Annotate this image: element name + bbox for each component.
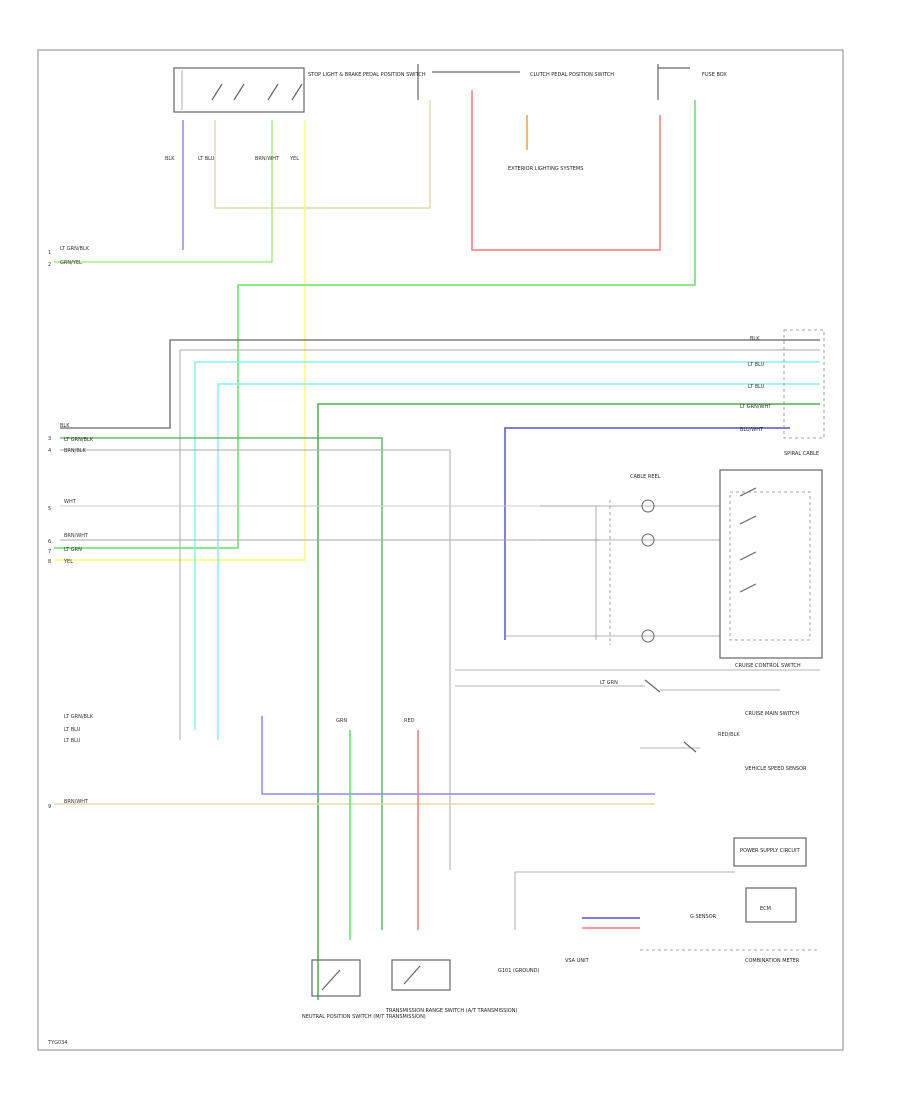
- wire-green-down: [60, 437, 383, 930]
- pin-2: 2: [48, 262, 51, 268]
- pin-9: 9: [48, 804, 51, 810]
- conn-label-1: BLK: [750, 336, 760, 342]
- left-label-yel: YEL: [63, 559, 73, 565]
- wire-lt-green-top: [54, 120, 273, 263]
- wire-label-5: BRN/WHT: [255, 156, 280, 162]
- conn-label-2: LT BLU: [748, 362, 765, 368]
- pin-7: 7: [48, 549, 51, 555]
- cruise-control-switch-label: CRUISE CONTROL SWITCH: [735, 663, 801, 669]
- pin-3: 3: [48, 436, 51, 442]
- conn-label-3: LT BLU: [748, 384, 765, 390]
- vss-label: VEHICLE SPEED SENSOR: [745, 766, 807, 772]
- wire-cyan-bus-2: [217, 383, 820, 740]
- pin-8: 8: [48, 559, 51, 565]
- wire-tan-top: [214, 100, 431, 209]
- g-sensor-label: G SENSOR: [690, 914, 717, 920]
- lower-label-2: RED/BLK: [718, 732, 740, 738]
- left-label-gray: BRN/BLK: [64, 448, 87, 454]
- lower-switches: LT GRN CRUISE MAIN SWITCH RED/BLK VEHICL…: [455, 669, 820, 772]
- conn-label-5: BLU/WHT: [740, 427, 764, 433]
- left-label-blk: BLK: [60, 423, 70, 429]
- wire-cyan-bus-1: [194, 361, 820, 730]
- pin-1: 1: [48, 250, 51, 256]
- ecm-block-label: ECM: [760, 906, 771, 912]
- red-low-label: RED: [404, 718, 415, 724]
- spiral-label: SPIRAL CABLE: [784, 451, 819, 457]
- vsa-label: VSA UNIT: [565, 958, 590, 964]
- pin-4: 4: [48, 448, 51, 454]
- neutral-switch: NEUTRAL POSITION SWITCH (M/T TRANSMISSIO…: [302, 959, 426, 1020]
- fuse-box: FUSE BOX: [657, 64, 727, 100]
- wire-label-1: LT GRN/BLK: [60, 246, 90, 252]
- power-supply: POWER SUPPLY CIRCUIT ECM COMBINATION MET…: [514, 837, 820, 964]
- wire-navy-bus: [504, 427, 790, 640]
- neutral-switch-label: NEUTRAL POSITION SWITCH (M/T TRANSMISSIO…: [302, 1014, 426, 1020]
- bl-label-3: LT BLU: [64, 738, 81, 744]
- wire-gray-down: [60, 449, 451, 870]
- wire-label-2: GRN/YEL: [60, 260, 82, 266]
- left-label-ltgrn: LT GRN: [64, 547, 82, 553]
- bl-label-1: LT GRN/BLK: [64, 714, 94, 720]
- left-label-grn: LT GRN/BLK: [64, 437, 94, 443]
- wire-label-6: YEL: [289, 156, 299, 162]
- left-label-brnwht: BRN/WHT: [64, 533, 89, 539]
- exterior-lighting-label: EXTERIOR LIGHTING SYSTEMS: [508, 166, 583, 172]
- wire-gray-bus: [179, 349, 820, 740]
- ground-label: G101 (GROUND): [498, 968, 539, 974]
- figure-id: TYG034: [47, 1040, 68, 1046]
- transmission-range-switch: TRANSMISSION RANGE SWITCH (A/T TRANSMISS…: [385, 959, 517, 1014]
- stop-light-switch-label: STOP LIGHT & BRAKE PEDAL POSITION SWITCH: [308, 72, 426, 78]
- wire-dkgreen-bus: [317, 403, 820, 1000]
- power-supply-label: POWER SUPPLY CIRCUIT: [740, 848, 801, 854]
- fuse-box-label: FUSE BOX: [702, 72, 727, 78]
- right-connector: [783, 329, 825, 439]
- wire-red-top: [471, 90, 661, 251]
- clutch-switch: CLUTCH PEDAL POSITION SWITCH: [417, 64, 614, 100]
- wire-yellow-long: [54, 120, 306, 561]
- wire-navy-low: [261, 716, 655, 795]
- wire-label-3: BLK: [165, 156, 175, 162]
- wire-black-bus: [60, 339, 820, 429]
- trs-label: TRANSMISSION RANGE SWITCH (A/T TRANSMISS…: [385, 1008, 517, 1014]
- cruise-control-switch: SPIRAL CABLE CRUISE CONTROL SWITCH: [719, 451, 823, 669]
- grn-low-label: GRN: [336, 718, 347, 724]
- cruise-main-label: CRUISE MAIN SWITCH: [745, 711, 799, 717]
- wire-label-4: LT BLU: [198, 156, 215, 162]
- pin-6: 6: [48, 539, 51, 545]
- lower-label-1: LT GRN: [600, 680, 618, 686]
- wire-green-long: [54, 100, 696, 549]
- diagram-frame: [37, 49, 844, 1051]
- exterior-lighting: EXTERIOR LIGHTING SYSTEMS: [508, 115, 583, 172]
- cable-reel-label: CABLE REEL: [630, 474, 661, 480]
- clutch-switch-label: CLUTCH PEDAL POSITION SWITCH: [530, 72, 614, 78]
- combination-meter-label: COMBINATION METER: [745, 958, 800, 964]
- bl-label-4: BRN/WHT: [64, 799, 89, 805]
- left-label-wht: WHT: [64, 499, 77, 505]
- stop-light-switch: STOP LIGHT & BRAKE PEDAL POSITION SWITCH: [173, 67, 426, 113]
- pin-5: 5: [48, 506, 51, 512]
- bl-label-2: LT BLU: [64, 727, 81, 733]
- conn-label-4: LT GRN/WHT: [740, 404, 772, 410]
- cable-reel: CABLE REEL: [505, 474, 720, 645]
